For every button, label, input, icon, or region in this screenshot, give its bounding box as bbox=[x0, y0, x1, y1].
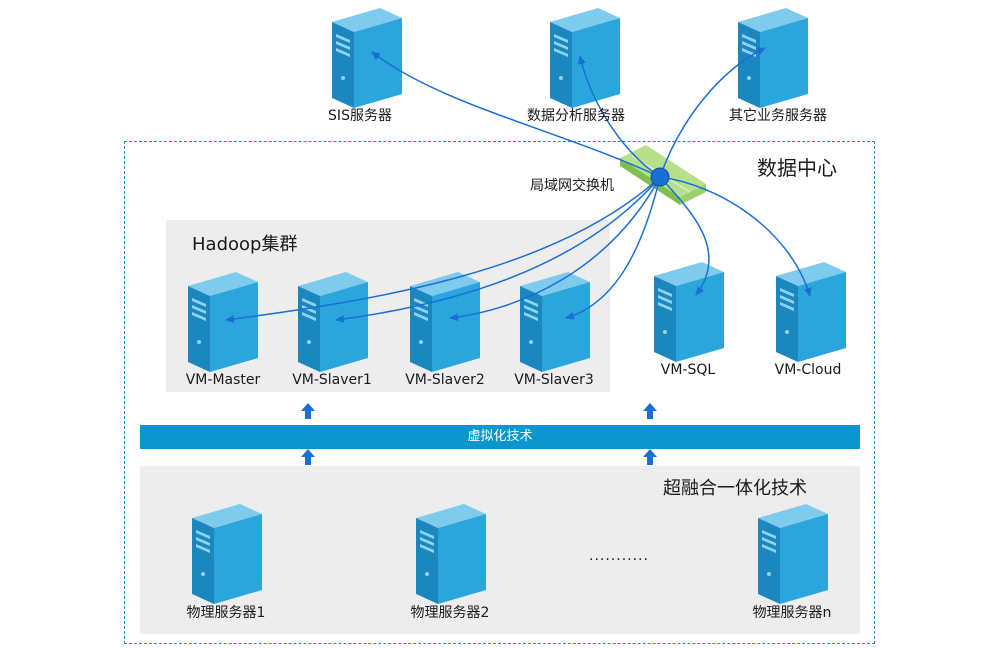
virtualization-arrows bbox=[301, 403, 657, 465]
switch-hub-dot bbox=[650, 167, 670, 187]
sis-server-icon bbox=[332, 8, 402, 108]
vm-sql-icon bbox=[654, 262, 724, 362]
physical-servern-icon bbox=[758, 504, 828, 604]
vm-slaver1-label: VM-Slaver1 bbox=[292, 372, 372, 388]
physical-server1-label: 物理服务器1 bbox=[186, 605, 266, 621]
datacenter-frame bbox=[124, 141, 875, 644]
analytics-server-icon bbox=[550, 8, 620, 108]
sis-server-label: SIS服务器 bbox=[328, 108, 392, 124]
physical-server1-icon bbox=[192, 504, 262, 604]
vm-slaver3-label: VM-Slaver3 bbox=[514, 372, 594, 388]
physical-servern-label: 物理服务器n bbox=[752, 605, 832, 621]
datacenter-title: 数据中心 bbox=[757, 156, 837, 180]
hci-title: 超融合一体化技术 bbox=[663, 478, 807, 499]
physical-server2-label: 物理服务器2 bbox=[410, 605, 490, 621]
vm-sql-label: VM-SQL bbox=[660, 362, 716, 378]
vm-master-label: VM-Master bbox=[185, 372, 261, 388]
vm-slaver2-label: VM-Slaver2 bbox=[405, 372, 485, 388]
vm-slaver1-icon bbox=[298, 272, 368, 372]
connections bbox=[225, 47, 812, 323]
other-server-label: 其它业务服务器 bbox=[729, 108, 827, 124]
vm-cloud-label: VM-Cloud bbox=[774, 362, 842, 378]
hadoop-title: Hadoop集群 bbox=[192, 234, 298, 255]
vm-cloud-icon bbox=[776, 262, 846, 362]
virtualization-bar: 虚拟化技术 bbox=[140, 425, 860, 449]
vm-master-icon bbox=[188, 272, 258, 372]
switch-label: 局域网交换机 bbox=[530, 178, 614, 194]
ellipsis: ........... bbox=[589, 548, 649, 564]
analytics-server-label: 数据分析服务器 bbox=[527, 108, 625, 124]
vm-slaver3-icon bbox=[520, 272, 590, 372]
physical-server2-icon bbox=[416, 504, 486, 604]
